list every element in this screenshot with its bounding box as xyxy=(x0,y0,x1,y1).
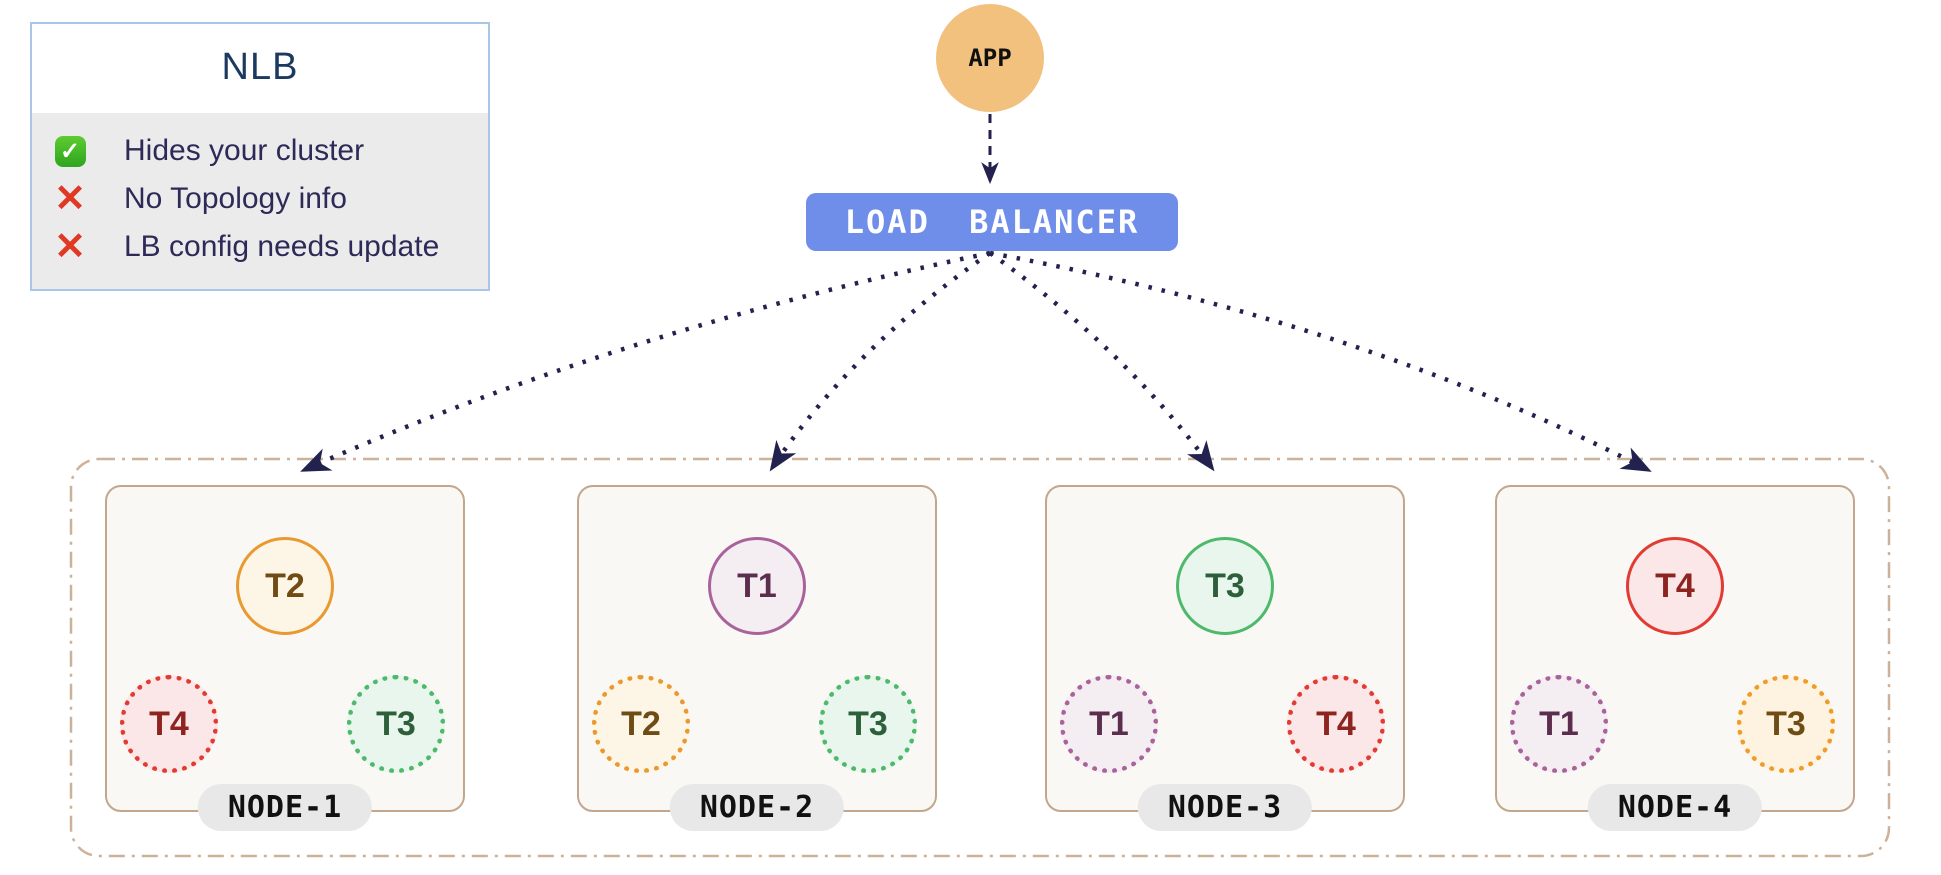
pod-circle: T4 xyxy=(1287,675,1385,773)
load-balancer-label: LOAD BALANCER xyxy=(844,203,1140,241)
cross-icon: ✕ xyxy=(54,226,86,268)
arrow-lb-to-node-3 xyxy=(988,251,1215,472)
node-1: T2 T4 T3 NODE-1 xyxy=(105,485,465,831)
pod-circle: T4 xyxy=(1626,537,1724,635)
app-node: APP xyxy=(936,4,1044,112)
legend-item: ✓ Hides your cluster xyxy=(32,127,488,175)
legend-item: ✕ No Topology info xyxy=(32,175,488,223)
legend-title: NLB xyxy=(32,24,488,113)
node-label: NODE-2 xyxy=(669,784,845,831)
pod-circle: T3 xyxy=(1737,675,1835,773)
pod-circle: T2 xyxy=(592,675,690,773)
nlb-legend-card: NLB ✓ Hides your cluster ✕ No Topology i… xyxy=(30,22,490,291)
arrow-lb-to-node-4 xyxy=(989,250,1652,472)
pod-circle: T4 xyxy=(120,675,218,773)
legend-item: ✕ LB config needs update xyxy=(32,223,488,271)
node-2: T1 T2 T3 NODE-2 xyxy=(577,485,937,831)
pod-circle: T3 xyxy=(1176,537,1274,635)
pod-circle: T3 xyxy=(347,675,445,773)
pod-circle: T1 xyxy=(708,537,806,635)
legend-item-text: Hides your cluster xyxy=(124,134,365,167)
legend-list: ✓ Hides your cluster ✕ No Topology info … xyxy=(32,113,488,289)
app-label: APP xyxy=(968,44,1012,72)
legend-item-text: No Topology info xyxy=(124,182,347,215)
pod-circle: T3 xyxy=(819,675,917,773)
arrow-lb-to-node-2 xyxy=(769,251,992,472)
node-3: T3 T1 T4 NODE-3 xyxy=(1045,485,1405,831)
cross-icon: ✕ xyxy=(54,178,86,220)
node-label: NODE-4 xyxy=(1587,784,1763,831)
load-balancer: LOAD BALANCER xyxy=(806,193,1178,251)
pod-circle: T1 xyxy=(1060,675,1158,773)
node-label: NODE-1 xyxy=(197,784,373,831)
pod-circle: T1 xyxy=(1510,675,1608,773)
node-label: NODE-3 xyxy=(1137,784,1313,831)
pod-circle: T2 xyxy=(236,537,334,635)
check-icon: ✓ xyxy=(54,135,86,167)
node-4: T4 T1 T3 NODE-4 xyxy=(1495,485,1855,831)
legend-item-text: LB config needs update xyxy=(124,230,440,263)
